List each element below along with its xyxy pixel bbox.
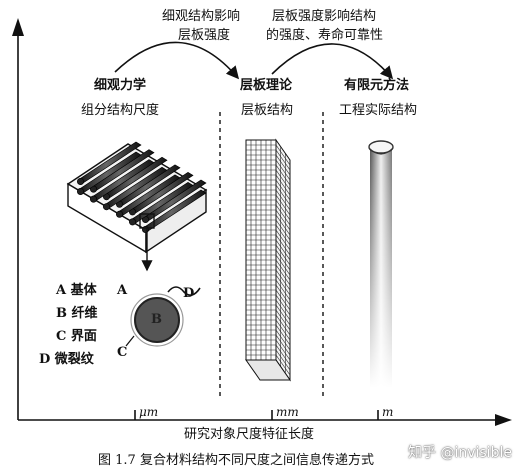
column-title-laminate-theory: 层板理论 bbox=[240, 78, 293, 93]
caption-micro-to-laminate-line2: 层板强度 bbox=[178, 28, 231, 43]
fiber-block-illustration bbox=[66, 141, 208, 254]
tick-label-m: m bbox=[382, 405, 394, 419]
label-a: A bbox=[117, 283, 128, 298]
label-d: D bbox=[183, 286, 195, 301]
legend-item-matrix: A 基体 bbox=[56, 283, 97, 298]
laminate-stack-illustration bbox=[245, 138, 291, 382]
watermark: 知乎 @invisible bbox=[408, 445, 512, 461]
figure-caption: 图 1.7 复合材料结构不同尺度之间信息传递方式 bbox=[98, 453, 374, 468]
column-subtitle-constituent-scale: 组分结构尺度 bbox=[81, 103, 160, 118]
y-axis-arrowhead bbox=[12, 18, 24, 36]
caption-laminate-to-structure-line2: 的强度、寿命可靠性 bbox=[266, 28, 384, 43]
arc-laminate-to-structure bbox=[271, 43, 394, 80]
column-subtitle-laminate-structure: 层板结构 bbox=[241, 103, 294, 118]
column-title-fem: 有限元方法 bbox=[344, 78, 410, 93]
tick-label-mm: mm bbox=[276, 405, 299, 419]
column-title-micromechanics: 细观力学 bbox=[94, 78, 147, 93]
legend-item-fiber: B 纤维 bbox=[56, 306, 98, 321]
column-subtitle-engineering-structure: 工程实际结构 bbox=[339, 103, 418, 118]
fem-structure-illustration bbox=[368, 140, 394, 388]
arc-micro-to-laminate bbox=[114, 41, 240, 80]
constituent-illustration bbox=[125, 286, 201, 347]
label-c: C bbox=[117, 345, 128, 360]
x-axis-arrowhead bbox=[495, 414, 512, 426]
legend-item-interface: C 界面 bbox=[56, 329, 97, 344]
x-axis-label: 研究对象尺度特征长度 bbox=[184, 427, 315, 442]
tick-label-um: μm bbox=[139, 405, 159, 419]
caption-laminate-to-structure-line1: 层板强度影响结构 bbox=[272, 9, 377, 24]
label-b: B bbox=[151, 312, 162, 327]
legend-item-microcrack: D 微裂纹 bbox=[39, 352, 94, 367]
caption-micro-to-laminate-line1: 细观结构影响 bbox=[162, 9, 241, 24]
